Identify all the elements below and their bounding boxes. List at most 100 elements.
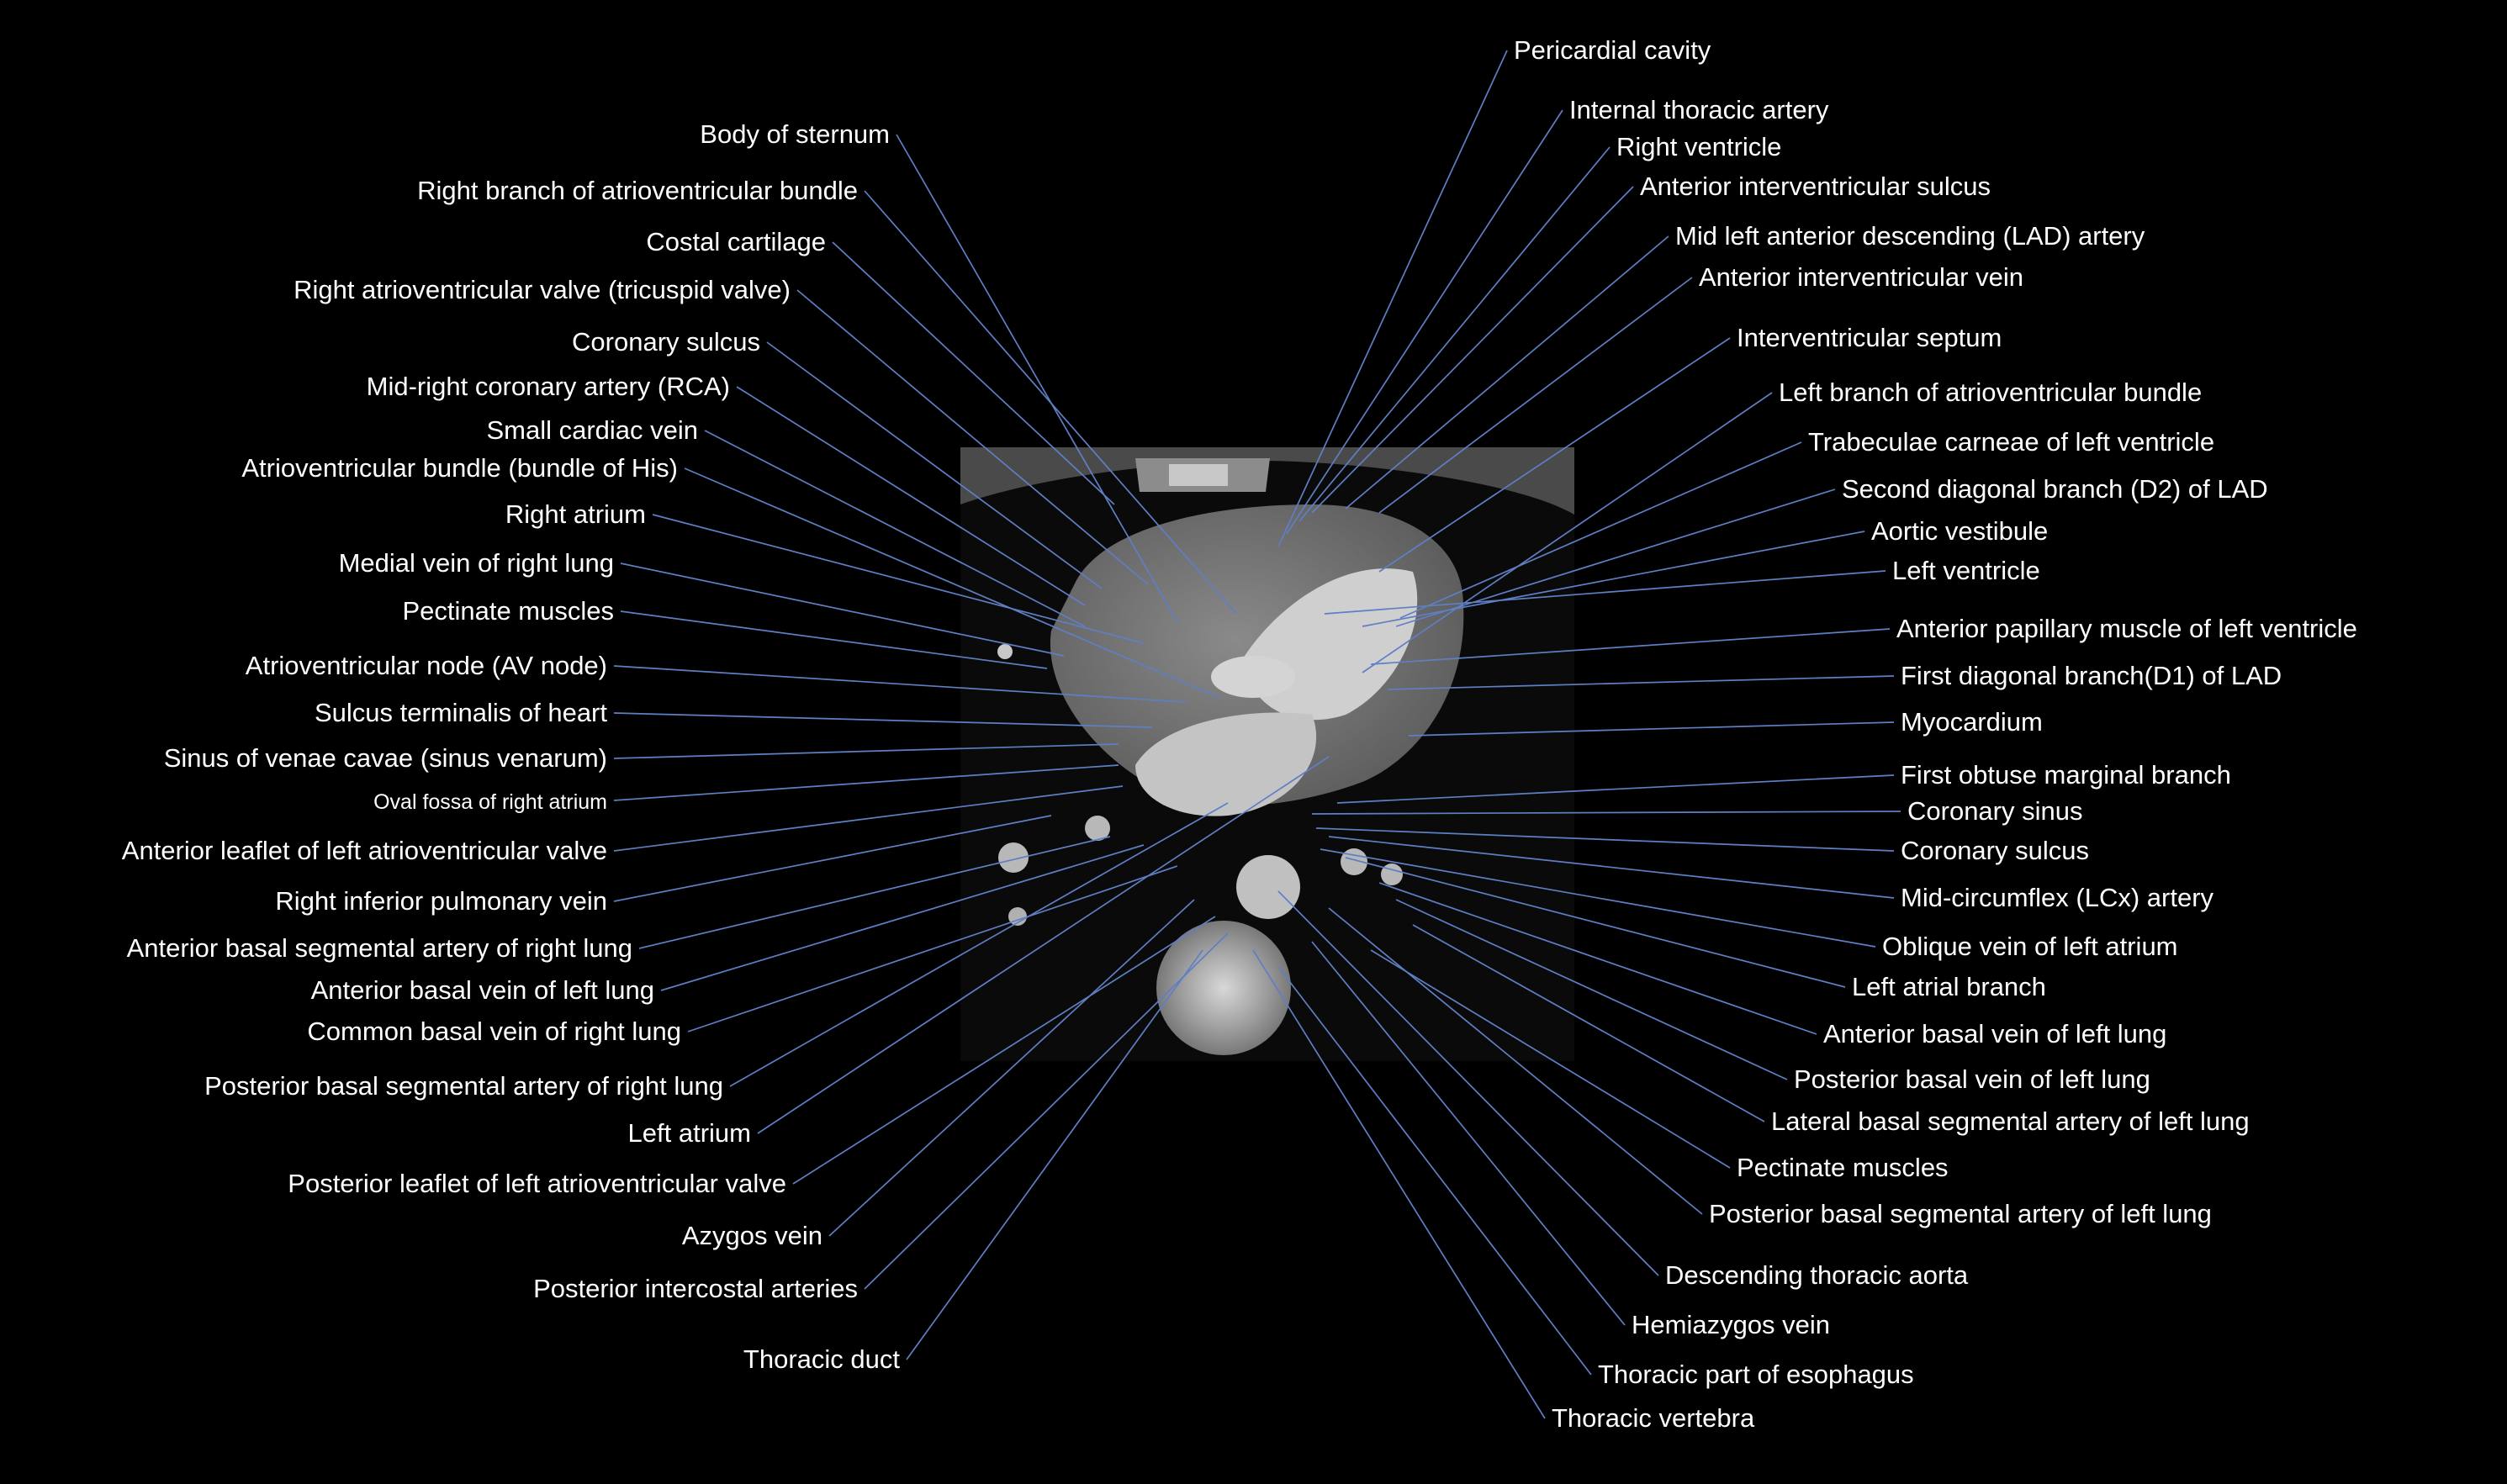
leader-line: [1336, 774, 1895, 804]
leader-line: [613, 764, 1119, 801]
structure-label: Left ventricle: [1892, 556, 2040, 585]
pulmonary-vessel: [998, 842, 1029, 873]
vertebral-body: [1156, 921, 1291, 1055]
leader-line: [1378, 337, 1731, 573]
pulmonary-vessel: [1341, 848, 1367, 875]
leader-line: [896, 134, 1178, 623]
leader-line: [1408, 721, 1895, 737]
leader-line: [613, 815, 1052, 902]
leader-line: [613, 785, 1124, 852]
structure-label: Coronary sulcus: [572, 327, 760, 356]
structure-label: Thoracic part of esophagus: [1598, 1360, 1914, 1389]
structure-label: Thoracic vertebra: [1552, 1403, 1755, 1433]
leader-line: [828, 899, 1195, 1237]
pulmonary-vessel: [1085, 816, 1110, 841]
leader-line: [638, 836, 1111, 949]
structure-label: Body of sternum: [700, 119, 890, 149]
structure-label: Hemiazygos vein: [1632, 1310, 1830, 1339]
structure-label: Costal cartilage: [646, 227, 826, 256]
leader-line: [1362, 392, 1773, 673]
structure-label: Medial vein of right lung: [339, 548, 614, 578]
structure-label: Anterior basal vein of left lung: [1823, 1019, 2166, 1048]
leader-line: [1324, 570, 1886, 615]
pulmonary-vessel: [1381, 863, 1403, 885]
structure-label: Right branch of atrioventricular bundle: [417, 176, 858, 205]
structure-label: Small cardiac vein: [486, 415, 698, 445]
leader-line: [1277, 890, 1659, 1276]
leader-line: [1277, 966, 1592, 1376]
structure-label: Posterior basal vein of left lung: [1794, 1064, 2150, 1094]
structure-label: Azygos vein: [682, 1221, 822, 1250]
structure-label: Right atrium: [505, 499, 646, 529]
structure-label: Internal thoracic artery: [1569, 95, 1829, 124]
structure-label: Anterior basal vein of left lung: [311, 975, 654, 1005]
structure-label: Anterior interventricular vein: [1699, 262, 2023, 292]
descending-aorta-shape: [1236, 855, 1300, 919]
leader-line: [757, 756, 1330, 1134]
leader-line: [1345, 235, 1669, 510]
structure-label: Oval fossa of right atrium: [373, 790, 607, 814]
structure-label: Right inferior pulmonary vein: [275, 886, 607, 916]
leader-line: [660, 844, 1145, 991]
leader-line: [1370, 949, 1731, 1169]
structure-label: Thoracic duct: [743, 1344, 900, 1374]
leader-line: [1286, 109, 1563, 535]
structure-label: Posterior intercostal arteries: [533, 1274, 858, 1303]
leader-line: [1387, 675, 1895, 690]
structure-label: Mid left anterior descending (LAD) arter…: [1675, 221, 2145, 251]
structure-label: Coronary sinus: [1907, 796, 2082, 826]
structure-label: Posterior basal segmental artery of left…: [1709, 1199, 2212, 1228]
structure-label: Posterior basal segmental artery of righ…: [204, 1071, 723, 1101]
leader-line: [620, 562, 1065, 657]
leader-line: [766, 341, 1103, 589]
leader-line: [729, 802, 1229, 1087]
leader-line: [1328, 907, 1703, 1215]
leader-line: [832, 241, 1115, 505]
left-atrium-cavity: [1135, 712, 1317, 816]
structure-label: Sinus of venae cavae (sinus venarum): [164, 743, 607, 773]
structure-label: Anterior basal segmental artery of right…: [127, 933, 632, 963]
structure-label: Left atrial branch: [1852, 972, 2046, 1001]
leader-line: [1399, 441, 1802, 619]
leader-line: [1362, 531, 1865, 627]
leader-line: [613, 712, 1153, 728]
structure-label: Aortic vestibule: [1871, 516, 2048, 546]
structure-label: Interventricular septum: [1737, 323, 2002, 352]
leader-line: [704, 430, 1086, 627]
aortic-vestibule-shape: [1211, 656, 1295, 698]
structure-label: Anterior leaflet of left atrioventricula…: [122, 836, 607, 865]
chest-wall: [960, 447, 1574, 515]
structure-label: Sulcus terminalis of heart: [315, 698, 607, 727]
structure-label: Second diagonal branch (D2) of LAD: [1842, 474, 2268, 504]
leader-line: [1395, 899, 1788, 1080]
leader-line: [687, 865, 1178, 1032]
structure-label: Right ventricle: [1616, 132, 1781, 161]
structure-label: Mid-right coronary artery (RCA): [367, 372, 730, 401]
leader-line: [1311, 186, 1634, 514]
structure-label: Coronary sulcus: [1901, 836, 2089, 865]
structure-label: Right atrioventricular valve (tricuspid …: [294, 275, 791, 304]
leader-line: [684, 467, 1220, 699]
structure-label: Posterior leaflet of left atrioventricul…: [288, 1169, 786, 1198]
leader-line: [1252, 949, 1546, 1419]
leader-line: [1378, 882, 1817, 1035]
structure-label: Oblique vein of left atrium: [1882, 932, 2178, 961]
structure-label: Mid-circumflex (LCx) artery: [1901, 883, 2214, 912]
leader-line: [792, 916, 1216, 1185]
structure-label: Left branch of atrioventricular bundle: [1779, 378, 2202, 407]
structure-label: Left atrium: [628, 1118, 751, 1148]
leader-line: [864, 190, 1237, 615]
pulmonary-vessel: [997, 644, 1013, 659]
structure-label: Myocardium: [1901, 707, 2043, 737]
structure-label: Atrioventricular node (AV node): [246, 651, 607, 680]
leader-line: [906, 949, 1203, 1360]
leader-line: [1277, 50, 1508, 547]
leader-line: [736, 386, 1086, 606]
leader-line: [1298, 146, 1611, 522]
leader-line: [1378, 277, 1693, 514]
leader-line: [796, 289, 1149, 585]
structure-label: Common basal vein of right lung: [307, 1017, 681, 1046]
